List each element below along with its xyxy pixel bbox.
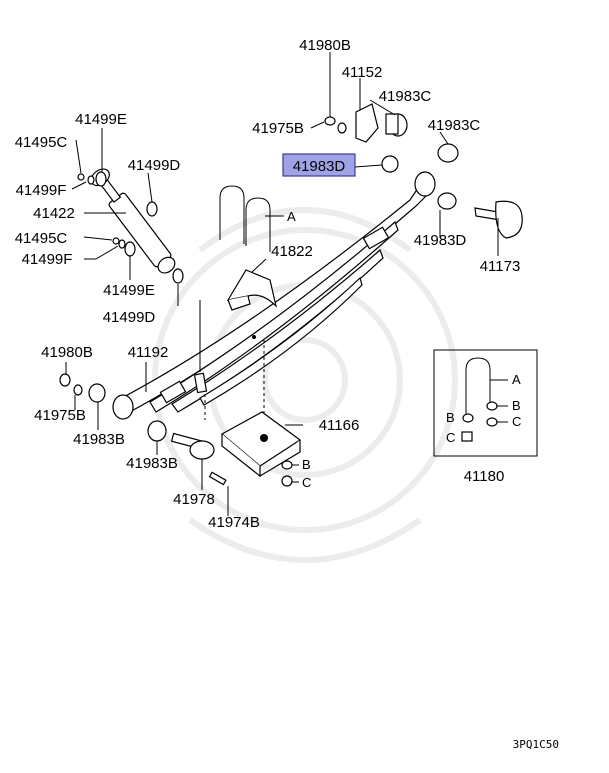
label-41166[interactable]: 41166: [319, 417, 360, 434]
label-nut-C[interactable]: C: [302, 475, 311, 490]
diagram-reference-code: 3PQ1C50: [513, 738, 559, 751]
label-ubolt-A[interactable]: A: [287, 209, 296, 224]
label-41495C-bottom[interactable]: 41495C: [15, 230, 68, 247]
label-41152[interactable]: 41152: [342, 64, 383, 81]
leader-lines: [65, 52, 508, 516]
label-41499D-bottom[interactable]: 41499D: [103, 309, 156, 326]
label-kit-B-right[interactable]: B: [512, 398, 521, 413]
label-41499F-bottom[interactable]: 41499F: [22, 251, 73, 268]
kit-box: [433, 349, 538, 457]
label-41974B[interactable]: 41974B: [208, 514, 260, 531]
label-41978[interactable]: 41978: [173, 491, 215, 508]
label-kit-B-left[interactable]: B: [446, 410, 455, 425]
label-41975B-left[interactable]: 41975B: [34, 407, 86, 424]
label-41180[interactable]: 41180: [464, 468, 505, 485]
shock-absorber: [77, 168, 184, 284]
label-41983C-a[interactable]: 41983C: [379, 88, 432, 105]
label-41983D-highlight[interactable]: 41983D: [293, 158, 346, 175]
label-41422[interactable]: 41422: [33, 205, 75, 222]
front-hanger: [324, 103, 523, 239]
label-41499D-top[interactable]: 41499D: [128, 157, 181, 174]
label-41980B-left[interactable]: 41980B: [41, 344, 93, 361]
label-41495C-top[interactable]: 41495C: [15, 134, 68, 151]
highlight-box: [282, 153, 356, 177]
label-kit-C-left[interactable]: C: [446, 430, 455, 445]
label-41192[interactable]: 41192: [128, 344, 169, 361]
leaf-spring: [112, 171, 436, 420]
part-labels: 41980B 41152 41983C 41975B 41983C 41983D…: [15, 37, 559, 751]
label-41822[interactable]: 41822: [271, 243, 313, 260]
spring-seat-plate: [220, 411, 302, 487]
label-41980B-top[interactable]: 41980B: [299, 37, 351, 54]
rear-bracket: [59, 373, 227, 486]
label-41983D-right[interactable]: 41983D: [414, 232, 467, 249]
label-41983C-b[interactable]: 41983C: [428, 117, 481, 134]
highlighted-part-41983D[interactable]: 41983D: [282, 153, 356, 177]
label-kit-A[interactable]: A: [512, 372, 521, 387]
label-kit-C-right[interactable]: C: [512, 414, 521, 429]
label-41499F-top[interactable]: 41499F: [16, 182, 67, 199]
label-41499E-bottom[interactable]: 41499E: [103, 282, 155, 299]
spring-pad: [226, 269, 278, 311]
label-nut-B[interactable]: B: [302, 457, 311, 472]
label-41173[interactable]: 41173: [480, 258, 521, 275]
label-41499E-top[interactable]: 41499E: [75, 111, 127, 128]
label-41983B-left[interactable]: 41983B: [73, 431, 125, 448]
label-41983B-bottom[interactable]: 41983B: [126, 455, 178, 472]
label-41975B-top[interactable]: 41975B: [252, 120, 304, 137]
